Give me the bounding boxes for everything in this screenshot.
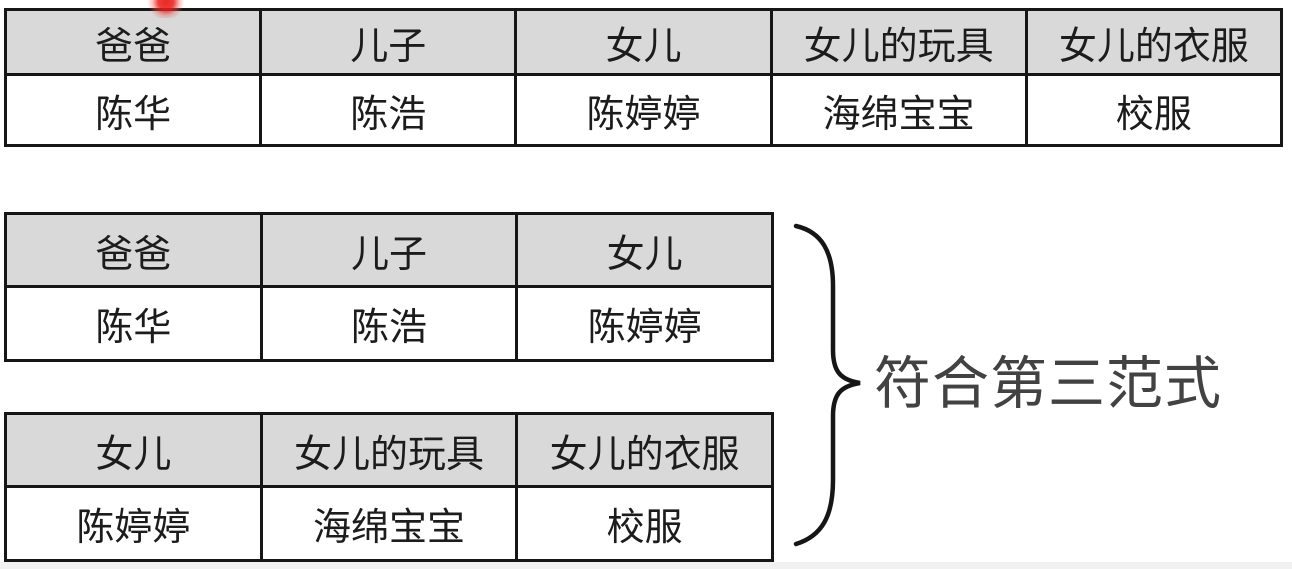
data-cell: 陈浩 bbox=[259, 285, 519, 362]
data-cell: 陈婷婷 bbox=[514, 73, 773, 147]
header-cell: 女儿的衣服 bbox=[1024, 8, 1284, 76]
header-cell: 女儿的玩具 bbox=[259, 412, 519, 488]
header-cell: 女儿 bbox=[515, 212, 774, 288]
table-data-row: 陈华 陈浩 陈婷婷 bbox=[4, 285, 774, 362]
data-cell: 海绵宝宝 bbox=[259, 485, 519, 562]
laser-pointer-dot bbox=[146, 0, 186, 18]
data-cell: 海绵宝宝 bbox=[769, 73, 1028, 147]
header-cell: 儿子 bbox=[259, 8, 518, 76]
bottom-edge-strip bbox=[0, 562, 1292, 569]
table-combined-family: 爸爸 儿子 女儿 女儿的玩具 女儿的衣服 陈华 陈浩 陈婷婷 海绵宝宝 校服 bbox=[3, 8, 1284, 147]
table-header-row: 女儿 女儿的玩具 女儿的衣服 bbox=[4, 412, 774, 488]
data-cell: 陈婷婷 bbox=[515, 285, 774, 362]
data-cell: 陈浩 bbox=[259, 73, 518, 147]
curly-brace bbox=[793, 223, 861, 547]
table-header-row: 爸爸 儿子 女儿 女儿的玩具 女儿的衣服 bbox=[3, 8, 1284, 76]
header-cell: 女儿 bbox=[514, 8, 773, 76]
table-family-split: 爸爸 儿子 女儿 陈华 陈浩 陈婷婷 bbox=[4, 212, 774, 362]
header-cell: 爸爸 bbox=[3, 8, 263, 76]
header-cell: 女儿的玩具 bbox=[769, 8, 1028, 76]
header-cell: 儿子 bbox=[259, 212, 519, 288]
header-cell: 女儿 bbox=[4, 412, 263, 488]
third-normal-form-label: 符合第三范式 bbox=[874, 352, 1222, 416]
data-cell: 陈华 bbox=[3, 73, 263, 147]
header-cell: 女儿的衣服 bbox=[515, 412, 774, 488]
table-data-row: 陈华 陈浩 陈婷婷 海绵宝宝 校服 bbox=[3, 73, 1284, 147]
data-cell: 陈婷婷 bbox=[4, 485, 263, 562]
table-header-row: 爸爸 儿子 女儿 bbox=[4, 212, 774, 288]
data-cell: 校服 bbox=[1024, 73, 1284, 147]
data-cell: 校服 bbox=[515, 485, 774, 562]
table-data-row: 陈婷婷 海绵宝宝 校服 bbox=[4, 485, 774, 562]
header-cell: 爸爸 bbox=[4, 212, 263, 288]
table-daughter-split: 女儿 女儿的玩具 女儿的衣服 陈婷婷 海绵宝宝 校服 bbox=[4, 412, 774, 562]
data-cell: 陈华 bbox=[4, 285, 263, 362]
